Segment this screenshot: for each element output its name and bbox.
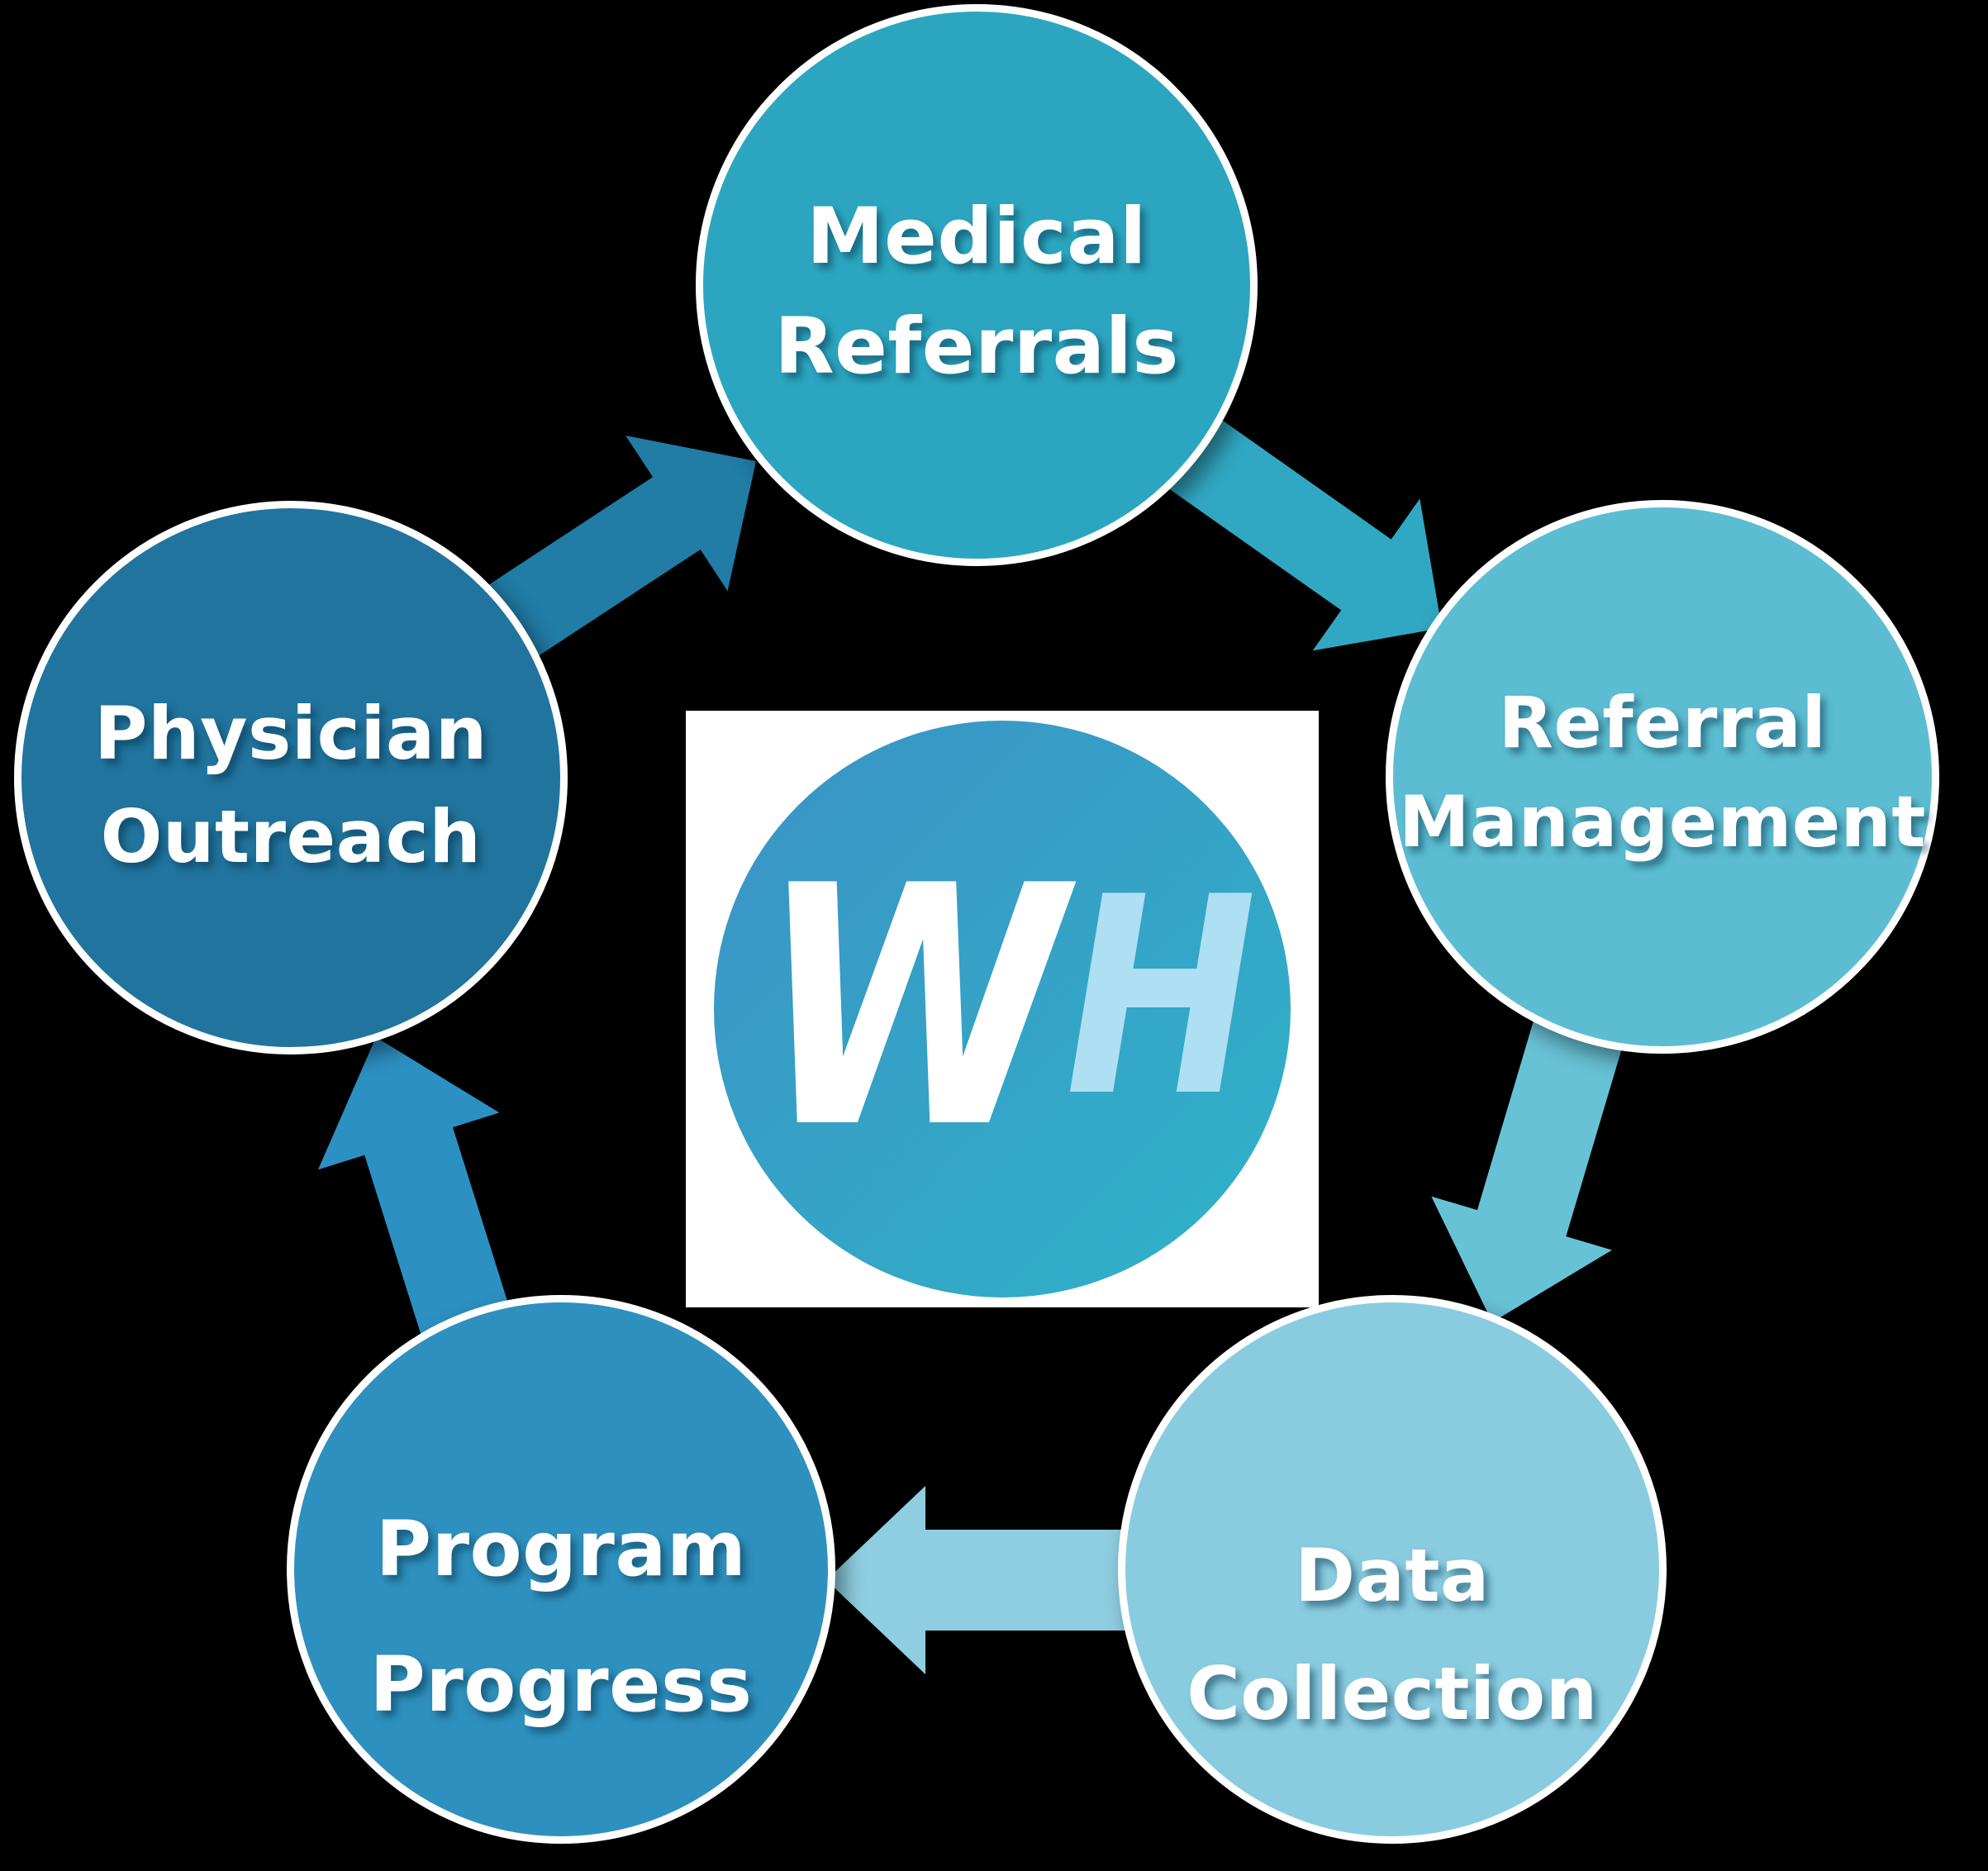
arrow-data-to-program-icon (826, 1486, 1128, 1674)
node-label-data-collection: Data Collection (1187, 1517, 1598, 1753)
arrow-referral-mgmt-to-data-icon (1431, 1020, 1623, 1322)
node-physician-outreach: Physician Outreach (14, 501, 568, 1055)
node-label-program-progress: Program Progress (369, 1482, 752, 1753)
label-line: Referral (1498, 681, 1827, 764)
node-program-progress: Program Progress (287, 1295, 835, 1844)
wh-logo-card: W H (686, 711, 1319, 1307)
arrow-outreach-to-medical-icon (484, 436, 756, 660)
node-label-physician-outreach: Physician Outreach (94, 683, 487, 889)
label-line: Progress (369, 1640, 753, 1729)
label-line: Physician (94, 691, 487, 777)
node-label-referral-management: Referral Management (1399, 674, 1926, 873)
label-line: Program (375, 1505, 747, 1594)
node-referral-management: Referral Management (1386, 500, 1939, 1054)
label-line: Medical (806, 191, 1147, 282)
label-line: Data (1295, 1533, 1490, 1619)
label-line: Outreach (100, 794, 482, 879)
node-medical-referrals: Medical Referrals (696, 4, 1258, 566)
node-data-collection: Data Collection (1118, 1295, 1667, 1844)
arrow-program-to-outreach-icon (317, 1037, 511, 1340)
node-label-medical-referrals: Medical Referrals (774, 182, 1179, 402)
logo-letter-h: H (1064, 839, 1257, 1156)
wh-logo-circle: W H (714, 721, 1291, 1297)
label-line: Referrals (774, 302, 1179, 392)
arrow-medical-to-referral-mgmt-icon (1164, 415, 1442, 651)
label-line: Collection (1187, 1651, 1598, 1736)
logo-letter-w: W (759, 816, 1066, 1201)
label-line: Management (1398, 781, 1927, 864)
